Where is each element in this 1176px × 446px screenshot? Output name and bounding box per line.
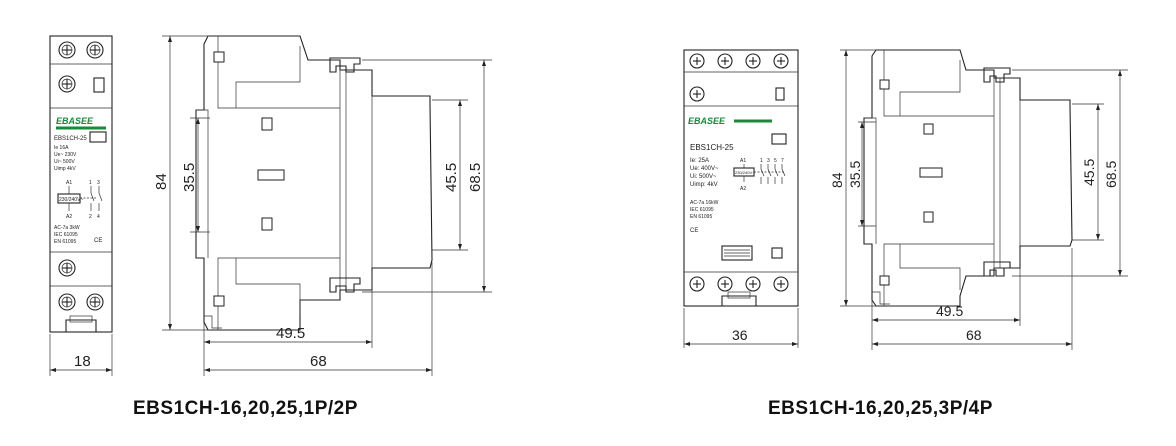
- spec-line: Ue: 400V~: [690, 166, 719, 172]
- spec-line: Ui~ 500V: [54, 159, 75, 165]
- dimension-depth-68: 68: [966, 327, 982, 343]
- left-front-view: EBASEE EBS1CH-25 Ie 16A Ue~ 230V Ui~ 500…: [49, 35, 113, 376]
- terminal-label: 3: [767, 158, 770, 164]
- spec-line: Ue~ 230V: [54, 152, 77, 158]
- dimension-width: 36: [732, 327, 748, 343]
- dimension-height-35-5: 35.5: [847, 161, 863, 188]
- brand-logo: EBASEE: [56, 116, 94, 126]
- terminal-label: 2: [89, 214, 92, 220]
- ce-mark: CE: [94, 238, 102, 244]
- terminal-label: 5: [774, 158, 777, 164]
- right-side-view: 84 35.5 45.5 68.5 49.5 68: [829, 49, 1128, 350]
- spec-line: Uimp 4kV: [54, 166, 76, 172]
- terminal-label: 4: [97, 214, 100, 220]
- model-label: EBS1CH-25: [54, 136, 87, 142]
- standard-label: IEC 61095: [54, 232, 78, 238]
- dimension-height-84: 84: [829, 172, 845, 188]
- terminal-label: A2: [66, 214, 72, 220]
- coil-label: 230/240V~: [735, 170, 755, 175]
- ce-mark: CE: [690, 228, 698, 234]
- right-front-view: EBASEE EBS1CH-25 Ie: 25A Ue: 400V~ Ui: 5…: [683, 49, 799, 348]
- dimension-height-68-5: 68.5: [1103, 161, 1119, 188]
- dimension-depth-49-5: 49.5: [936, 303, 963, 319]
- dimension-height-35-5: 35.5: [181, 163, 198, 192]
- terminal-screw-icon: [689, 53, 789, 292]
- standard-label: IEC 61095: [690, 207, 714, 213]
- terminal-screw-icon: [58, 41, 104, 93]
- terminal-label: A1: [740, 158, 746, 164]
- terminal-label: 1: [760, 158, 763, 164]
- standard-label: EN 61095: [690, 214, 712, 220]
- left-side-view: 84 35.5 45.5 68.5 49.5 68: [153, 35, 492, 376]
- terminal-label: 1: [89, 180, 92, 186]
- terminal-label: A2: [740, 186, 746, 192]
- dimension-height-45-5: 45.5: [443, 163, 460, 192]
- coil-label: 230/240V~: [59, 197, 83, 203]
- spec-line: Ie: 25A: [690, 158, 709, 164]
- spec-line: Ie 16A: [54, 145, 69, 151]
- terminal-label: 3: [97, 180, 100, 186]
- dimension-depth-49-5: 49.5: [276, 325, 305, 342]
- model-label: EBS1CH-25: [690, 143, 734, 152]
- left-product-caption: EBS1CH-16,20,25,1P/2P: [133, 398, 358, 419]
- terminal-label: 7: [781, 158, 784, 164]
- ac-rating: AC-7a 3kW: [54, 225, 80, 231]
- spec-line: Ui: 500V~: [690, 174, 717, 180]
- terminal-label: A1: [66, 180, 72, 186]
- spec-line: Uimp: 4kV: [690, 182, 718, 188]
- ac-rating: AC-7a 16kW: [690, 200, 719, 206]
- dimension-depth-68: 68: [310, 353, 327, 370]
- dimension-height-68-5: 68.5: [467, 163, 484, 192]
- dimension-width: 18: [74, 353, 91, 370]
- dimension-height-84: 84: [153, 173, 170, 190]
- dimension-height-45-5: 45.5: [1081, 159, 1097, 186]
- brand-logo: EBASEE: [688, 116, 726, 126]
- right-product-caption: EBS1CH-16,20,25,3P/4P: [768, 398, 993, 419]
- vent-grille-icon: [721, 245, 783, 261]
- standard-label: EN 61095: [54, 239, 76, 245]
- terminal-screw-icon: [58, 259, 104, 311]
